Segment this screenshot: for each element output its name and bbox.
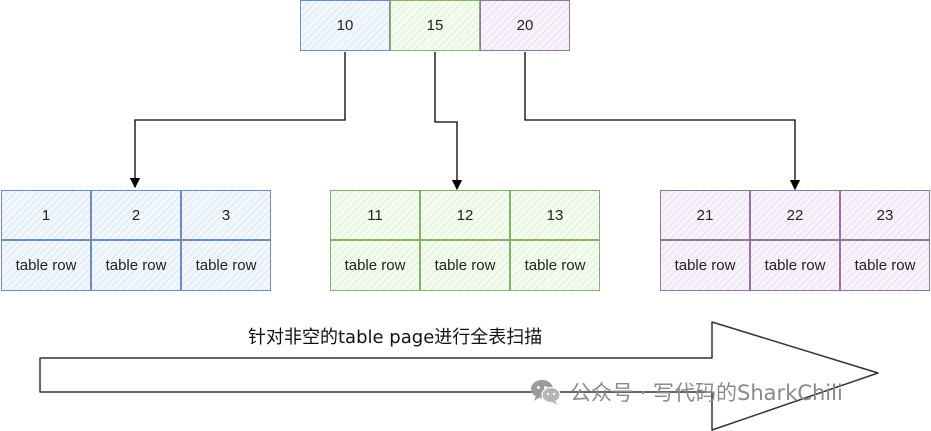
page-key-label: 2 (131, 206, 141, 224)
table-row-label: table row (195, 257, 257, 274)
table-row-cell: table row (840, 240, 930, 291)
table-row-label: table row (344, 257, 406, 274)
table-row-cell: table row (660, 240, 750, 291)
table-row-cell: table row (1, 240, 91, 291)
index-key-cell: 15 (390, 0, 480, 51)
page-key-label: 21 (696, 206, 714, 224)
wechat-icon (531, 380, 561, 405)
page-key-label: 1 (41, 206, 51, 224)
table-row-cell: table row (510, 240, 600, 291)
index-key-cell: 10 (300, 0, 390, 51)
table-row-cell: table row (91, 240, 181, 291)
table-row-cell: table row (330, 240, 420, 291)
page-key-cell: 12 (420, 190, 510, 240)
index-key-cell: 20 (480, 0, 570, 51)
table-row-label: table row (524, 257, 586, 274)
page-key-label: 23 (876, 206, 894, 224)
table-row-label: table row (105, 257, 167, 274)
index-key-label: 10 (336, 17, 354, 34)
page-key-cell: 3 (181, 190, 271, 240)
page-key-cell: 1 (1, 190, 91, 240)
page-key-cell: 11 (330, 190, 420, 240)
page-key-label: 22 (786, 206, 804, 224)
connector-index-10-to-page-1 (129, 52, 346, 189)
table-row-cell: table row (420, 240, 510, 291)
index-key-label: 15 (426, 17, 444, 34)
full-scan-arrow (39, 321, 879, 431)
page-key-cell: 23 (840, 190, 930, 240)
page-key-label: 11 (367, 206, 383, 224)
watermark-text: 公众号 · 写代码的SharkChili (570, 381, 843, 405)
page-key-cell: 13 (510, 190, 600, 240)
table-row-label: table row (764, 257, 826, 274)
full-scan-label: 针对非空的table page进行全表扫描 (248, 327, 543, 348)
page-key-label: 12 (456, 206, 474, 224)
connector-index-15-to-page-2 (434, 52, 463, 191)
table-row-label: table row (434, 257, 496, 274)
connector-index-20-to-page-3 (524, 52, 801, 191)
table-row-cell: table row (750, 240, 840, 291)
table-row-label: table row (854, 257, 916, 274)
table-row-label: table row (674, 257, 736, 274)
page-key-cell: 2 (91, 190, 181, 240)
page-key-label: 3 (221, 206, 231, 224)
table-row-label: table row (15, 257, 77, 274)
page-key-label: 13 (546, 206, 564, 224)
watermark: 公众号 · 写代码的SharkChili (530, 377, 843, 407)
table-row-cell: table row (181, 240, 271, 291)
index-key-label: 20 (516, 17, 534, 34)
page-key-cell: 22 (750, 190, 840, 240)
page-key-cell: 21 (660, 190, 750, 240)
